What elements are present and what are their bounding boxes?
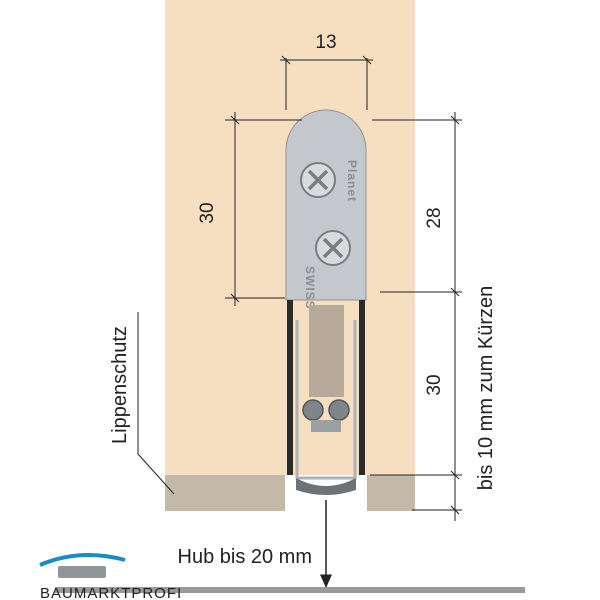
- label-stroke: Hub bis 20 mm: [178, 546, 313, 568]
- door-bottom-left: [165, 475, 285, 511]
- dimension-width-13: [280, 55, 373, 110]
- door-bottom-right: [367, 475, 415, 511]
- dim-label-30-left: 30: [197, 202, 218, 223]
- label-lip-protection: Lippenschutz: [109, 326, 131, 444]
- seal-housing-right-wall: [359, 300, 365, 475]
- dim-label-28: 28: [424, 207, 445, 228]
- label-shortening: bis 10 mm zum Kürzen: [475, 286, 497, 491]
- stamp-planet: Planet: [345, 160, 359, 202]
- seal-spring-block: [309, 305, 344, 397]
- screw-icon: [300, 162, 336, 198]
- mounting-plate: [285, 109, 367, 301]
- logo-roof-icon: [39, 553, 126, 567]
- seal-mechanism: [302, 399, 350, 432]
- dim-label-13: 13: [315, 32, 336, 53]
- floor: [55, 587, 525, 593]
- screw-icon: [315, 230, 351, 266]
- dimension-height-30-left: [225, 112, 302, 306]
- stamp-swiss: SWISS: [303, 266, 317, 310]
- seal-housing-left-wall: [287, 300, 293, 475]
- seal-rubber-lip: [296, 478, 356, 495]
- lip-protection-leader: [137, 312, 175, 495]
- dimension-height-28: [372, 112, 462, 300]
- dim-label-30-right: 30: [424, 374, 445, 395]
- brand-name: BAUMARKTPROFI: [40, 585, 182, 600]
- dimension-height-30-right: [370, 292, 462, 521]
- seal-inner-profile: [295, 320, 357, 480]
- brand-logo: BAUMARKTPROFI: [39, 553, 182, 600]
